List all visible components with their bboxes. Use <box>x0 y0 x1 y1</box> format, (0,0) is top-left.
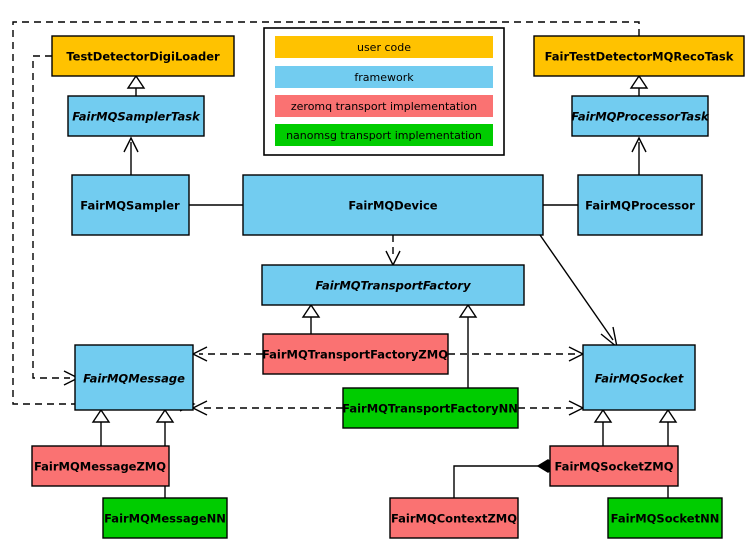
legend-item-zeromq: zeromq transport implementation <box>275 95 493 117</box>
node-label: FairMQSampler <box>80 199 180 213</box>
node-box[interactable] <box>31 445 170 487</box>
legend-item-user-code: user code <box>275 36 493 58</box>
node-box[interactable] <box>102 497 228 539</box>
legend-item-framework: framework <box>275 66 493 88</box>
legend-swatch <box>275 66 493 88</box>
edge-samplertask-to-digiloader <box>126 74 146 96</box>
node-fairmqsocketnn[interactable]: FairMQSocketNN <box>607 497 723 539</box>
node-fairmqtransportfactory[interactable]: FairMQTransportFactory <box>261 264 525 306</box>
legend-item-nanomsg: nanomsg transport implementation <box>275 124 493 146</box>
edge-transportfactorynn-to-message <box>191 400 343 416</box>
node-label: FairMQTransportFactory <box>315 279 471 293</box>
edge-messagezmq-to-message <box>91 408 111 446</box>
edge-processortask-to-recotask <box>629 74 649 96</box>
node-box[interactable] <box>582 344 696 411</box>
node-label: FairMQDevice <box>348 199 437 213</box>
node-box[interactable] <box>74 344 194 411</box>
node-box[interactable] <box>71 174 190 236</box>
node-label: FairMQSamplerTask <box>72 110 201 124</box>
node-box[interactable] <box>67 95 205 137</box>
node-label: FairMQSocketZMQ <box>555 460 674 474</box>
node-fairmqsocketzmq[interactable]: FairMQSocketZMQ <box>549 445 679 487</box>
edge-contextzmq-to-socketzmq <box>453 459 560 498</box>
edge-device-to-transportfactory <box>385 235 401 267</box>
edge-transportfactorynn-to-transportfactory <box>458 303 478 388</box>
node-label: FairMQProcessor <box>585 199 695 213</box>
node-fairmqmessagezmq[interactable]: FairMQMessageZMQ <box>31 445 170 487</box>
node-fairmqsocket[interactable]: FairMQSocket <box>582 344 696 411</box>
node-fairmqcontextzmq[interactable]: FairMQContextZMQ <box>389 497 519 539</box>
edge-transportfactorynn-to-socket <box>518 400 585 416</box>
node-fairmqprocessor[interactable]: FairMQProcessor <box>577 174 703 236</box>
node-box[interactable] <box>262 333 449 375</box>
node-label: FairTestDetectorMQRecoTask <box>545 50 734 64</box>
node-label: FairMQProcessorTask <box>571 110 710 124</box>
node-fairmqmessage[interactable]: FairMQMessage <box>74 344 194 411</box>
node-fairmqsamplertask[interactable]: FairMQSamplerTask <box>67 95 205 137</box>
legend-swatch <box>275 124 493 146</box>
node-box[interactable] <box>571 95 709 137</box>
node-box[interactable] <box>389 497 519 539</box>
node-fairmqmessagenn[interactable]: FairMQMessageNN <box>102 497 228 539</box>
node-box[interactable] <box>342 387 519 429</box>
legend-swatch <box>275 36 493 58</box>
legend-label: user code <box>357 41 411 54</box>
node-label: FairMQMessageNN <box>104 512 226 526</box>
node-fairmqtransportfactoryzmq[interactable]: FairMQTransportFactoryZMQ <box>262 333 449 375</box>
node-label: FairMQMessageZMQ <box>34 460 166 474</box>
node-fairtestdetectormqrecotask[interactable]: FairTestDetectorMQRecoTask <box>533 35 745 77</box>
node-label: TestDetectorDigiLoader <box>66 50 220 64</box>
node-fairmqsampler[interactable]: FairMQSampler <box>71 174 190 236</box>
edge-sampler-to-samplertask <box>123 136 139 175</box>
node-box[interactable] <box>242 174 544 236</box>
node-label: FairMQMessage <box>83 372 185 386</box>
node-box[interactable] <box>577 174 703 236</box>
edge-device-to-socket <box>539 234 619 349</box>
edge-transportfactoryzmq-to-message <box>191 346 263 362</box>
edge-socketzmq-to-socket <box>593 408 613 446</box>
node-fairmqtransportfactorynn[interactable]: FairMQTransportFactoryNN <box>342 387 519 429</box>
node-box[interactable] <box>607 497 723 539</box>
legend: user code framework zeromq transport imp… <box>263 27 505 156</box>
node-label: FairMQSocketNN <box>611 512 720 526</box>
legend-label: nanomsg transport implementation <box>286 129 482 142</box>
node-fairmqprocessortask[interactable]: FairMQProcessorTask <box>571 95 710 137</box>
edge-processor-to-processortask <box>631 136 647 175</box>
node-label: FairMQTransportFactoryNN <box>342 402 518 416</box>
node-testdetectordigiloader[interactable]: TestDetectorDigiLoader <box>51 35 235 77</box>
node-box[interactable] <box>549 445 679 487</box>
node-label: FairMQTransportFactoryZMQ <box>262 348 448 362</box>
node-layer: TestDetectorDigiLoader FairMQSamplerTask… <box>31 35 745 539</box>
node-box[interactable] <box>51 35 235 77</box>
node-label: FairMQSocket <box>595 372 684 386</box>
node-box[interactable] <box>261 264 525 306</box>
legend-swatch <box>275 95 493 117</box>
node-box[interactable] <box>533 35 745 77</box>
legend-label: zeromq transport implementation <box>291 100 477 113</box>
edge-transportfactoryzmq-to-transportfactory <box>301 303 321 334</box>
legend-label: framework <box>354 71 414 84</box>
node-fairmqdevice[interactable]: FairMQDevice <box>242 174 544 236</box>
node-label: FairMQContextZMQ <box>391 512 517 526</box>
